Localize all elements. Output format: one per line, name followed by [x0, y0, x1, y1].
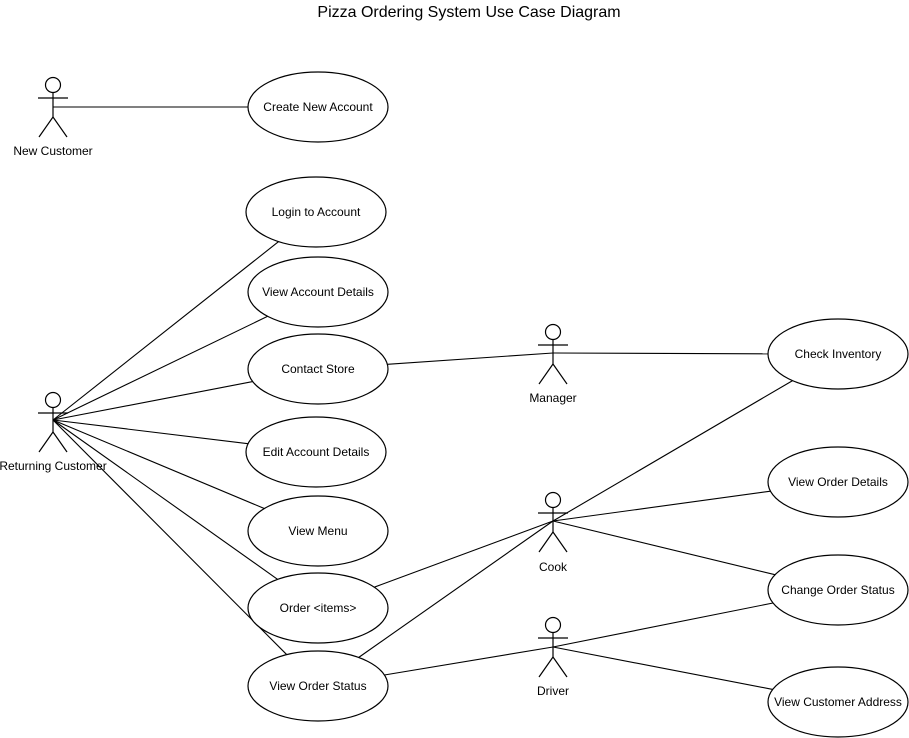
use-case-label: Change Order Status [781, 583, 894, 597]
actor-driver: Driver [537, 616, 569, 698]
use-case-label: View Customer Address [774, 695, 902, 709]
association-line [52, 419, 288, 656]
use-case-check-inventory: Check Inventory [767, 318, 909, 390]
use-case-contact-store: Contact Store [247, 333, 389, 405]
association-line [552, 646, 773, 690]
actor-new-customer: New Customer [13, 76, 93, 158]
use-case-label: View Menu [288, 524, 347, 538]
use-case-label: Order <items> [280, 601, 357, 615]
association-line [52, 381, 253, 421]
actor-label: Returning Customer [0, 459, 107, 473]
actor-returning-customer: Returning Customer [0, 391, 107, 473]
use-case-order-items: Order <items> [247, 572, 389, 644]
association-line [384, 646, 554, 676]
use-case-label: View Account Details [262, 285, 374, 299]
use-case-view-order-details: View Order Details [767, 446, 909, 518]
use-case-change-order-status: Change Order Status [767, 554, 909, 626]
actor-cook: Cook [538, 491, 568, 574]
use-case-label: Check Inventory [795, 347, 882, 361]
use-case-view-customer-address: View Customer Address [767, 666, 909, 738]
use-case-view-account: View Account Details [247, 256, 389, 328]
association-line [552, 520, 776, 576]
association-line [552, 602, 774, 648]
use-case-label: View Order Status [269, 679, 366, 693]
use-case-view-order-status: View Order Status [247, 650, 389, 722]
use-case-label: Create New Account [263, 100, 373, 114]
association-line [358, 520, 554, 658]
association-line [552, 380, 793, 522]
diagram-title: Pizza Ordering System Use Case Diagram [317, 4, 620, 21]
use-case-login: Login to Account [245, 176, 387, 248]
use-case-edit-account: Edit Account Details [245, 416, 387, 488]
association-line [552, 490, 771, 522]
use-case-create-account: Create New Account [247, 71, 389, 143]
use-case-label: Edit Account Details [263, 445, 370, 459]
association-line [552, 352, 769, 355]
association-line [52, 419, 265, 510]
actor-label: Manager [529, 391, 576, 405]
use-case-view-menu: View Menu [247, 495, 389, 567]
actor-label: New Customer [13, 144, 92, 158]
associations [52, 106, 793, 690]
association-line [52, 419, 279, 580]
association-line [52, 315, 268, 421]
use-case-label: View Order Details [788, 475, 888, 489]
association-line [374, 520, 554, 588]
use-case-label: Contact Store [281, 362, 355, 376]
association-line [387, 352, 554, 365]
actor-label: Cook [539, 560, 568, 574]
actor-manager: Manager [529, 323, 577, 405]
association-line [52, 241, 279, 421]
use-case-label: Login to Account [272, 205, 361, 219]
association-line [52, 419, 249, 445]
actor-label: Driver [537, 684, 569, 698]
